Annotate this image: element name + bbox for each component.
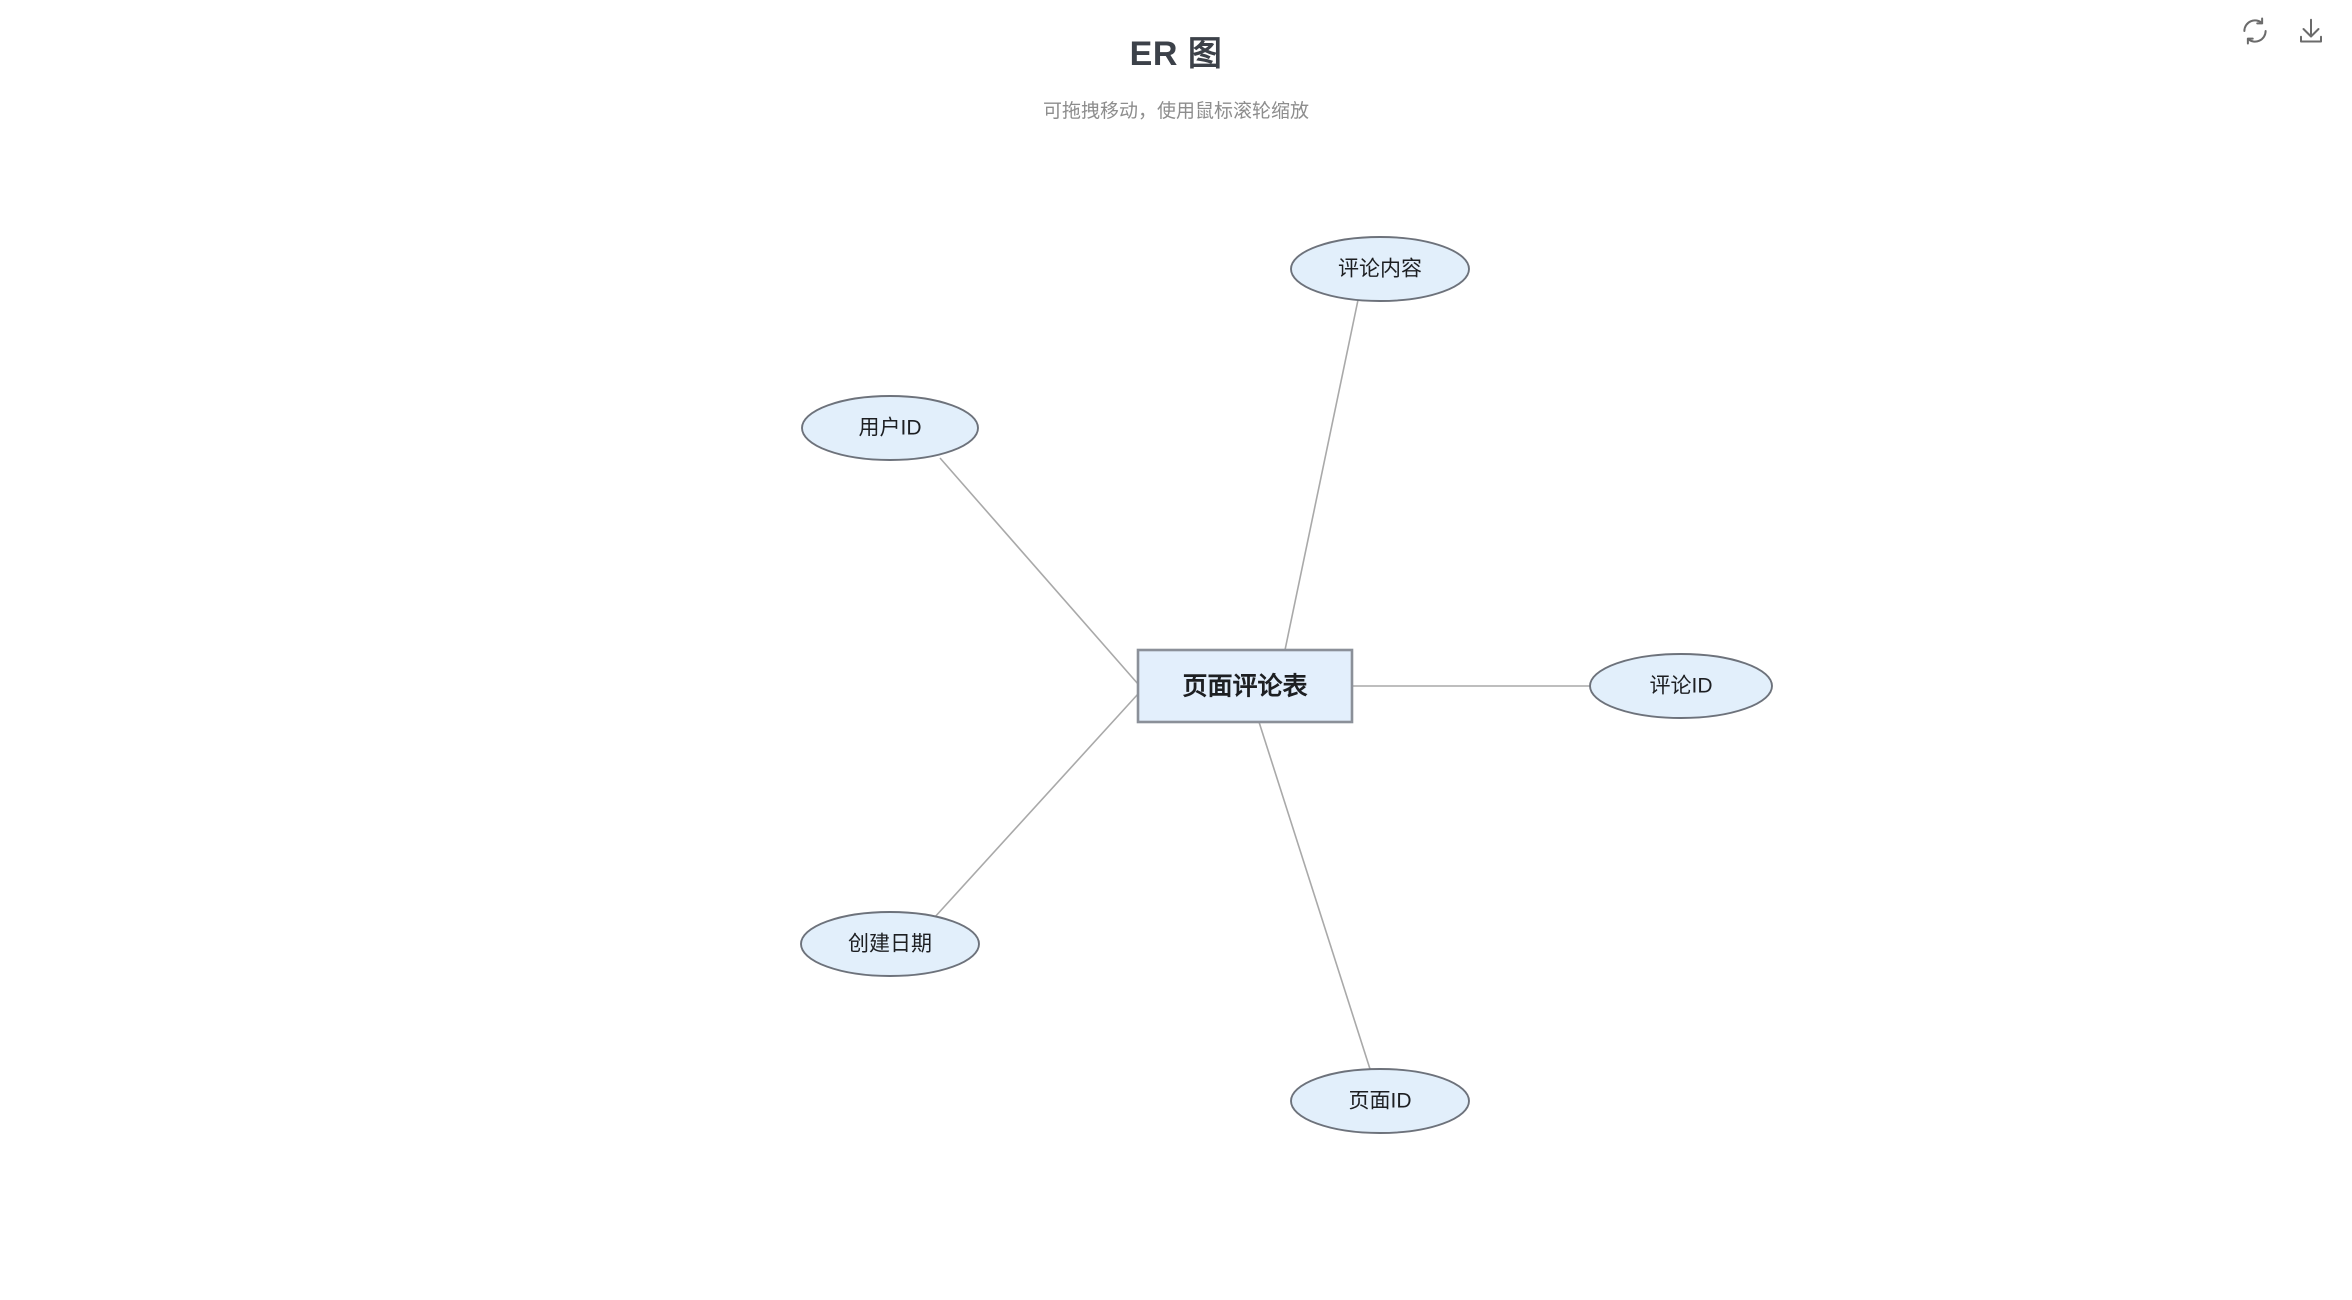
attribute-ellipse[interactable] — [1290, 1068, 1470, 1134]
attribute-node-page-id[interactable]: 页面ID — [1290, 1068, 1470, 1134]
edge-entity-to-page-id — [1258, 721, 1371, 1070]
attribute-node-created-date[interactable]: 创建日期 — [800, 911, 980, 977]
attribute-label: 页面ID — [1349, 1090, 1412, 1113]
attribute-node-comment-content[interactable]: 评论内容 — [1290, 236, 1470, 302]
edge-entity-to-created-date — [933, 693, 1139, 919]
edge-entity-to-user-id — [939, 457, 1139, 685]
entity-label: 页面评论表 — [1182, 673, 1308, 701]
attribute-label: 创建日期 — [848, 933, 932, 956]
attribute-ellipse[interactable] — [1589, 653, 1773, 719]
refresh-icon — [2240, 16, 2270, 46]
download-button[interactable] — [2292, 12, 2330, 50]
edge-layer — [933, 299, 1590, 1070]
attribute-label: 用户ID — [859, 417, 922, 440]
attribute-node-comment-id[interactable]: 评论ID — [1589, 653, 1773, 719]
attribute-ellipse[interactable] — [801, 395, 979, 461]
node-layer: 评论内容 用户ID 评论ID 创建日期 页面ID — [800, 236, 1773, 1134]
entity-node-page-comment-table[interactable]: 页面评论表 — [1136, 648, 1354, 724]
edge-entity-to-comment-content — [1284, 299, 1359, 651]
attribute-ellipse[interactable] — [800, 911, 980, 977]
attribute-node-user-id[interactable]: 用户ID — [801, 395, 979, 461]
download-icon — [2296, 16, 2326, 46]
attribute-label: 评论ID — [1650, 675, 1713, 698]
attribute-label: 评论内容 — [1338, 258, 1422, 281]
attribute-ellipse[interactable] — [1290, 236, 1470, 302]
entity-rect[interactable] — [1136, 648, 1354, 724]
toolbar — [2236, 12, 2330, 50]
refresh-button[interactable] — [2236, 12, 2274, 50]
